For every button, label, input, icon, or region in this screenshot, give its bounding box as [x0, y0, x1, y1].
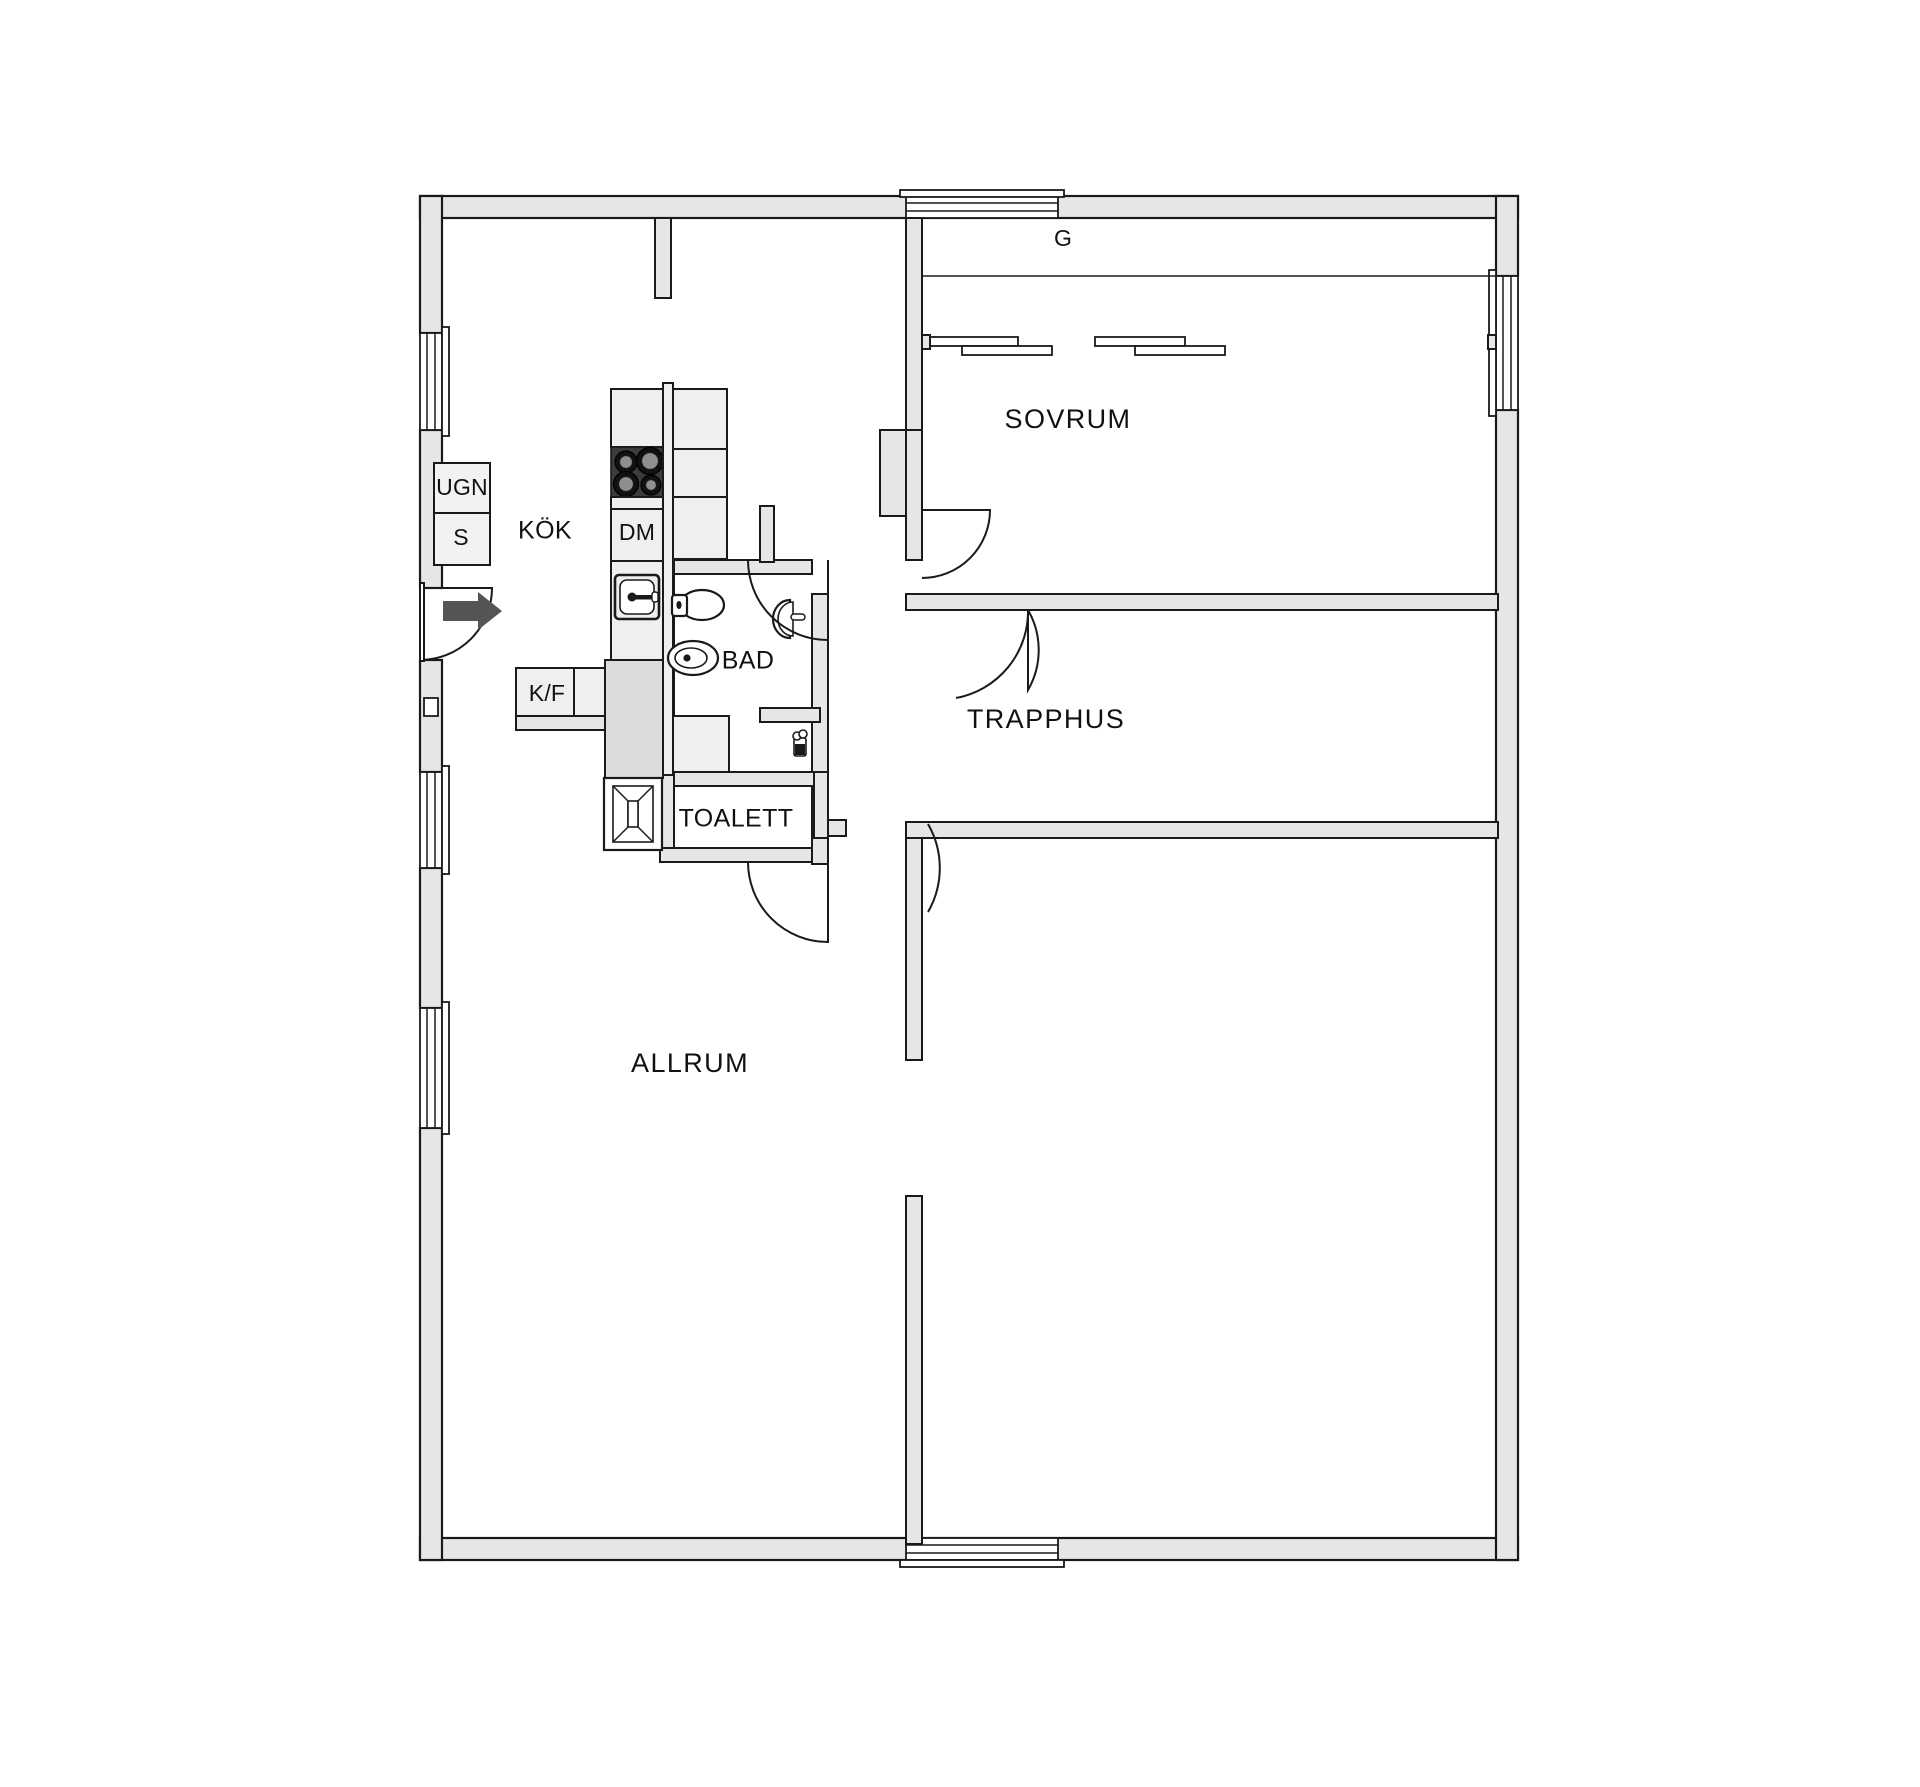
room-label-toalett: TOALETT [679, 805, 794, 833]
wardrobe-door-left [927, 336, 1053, 356]
fireplace-icon [602, 776, 664, 852]
window-west-mid-small [423, 697, 439, 717]
label-dm: DM [619, 519, 655, 545]
wall-sovrum-jamb [879, 429, 907, 517]
fridge-unit [515, 667, 575, 717]
cabinet-right-2 [670, 448, 728, 498]
wall-trapphus-lower [905, 821, 1499, 839]
windows [419, 189, 1519, 1568]
wall-west-e [418, 1126, 444, 1562]
oven-unit [433, 462, 491, 514]
wall-jog-a [827, 819, 847, 837]
kitchen-sink-icon [613, 573, 661, 621]
cabinet-lower-right [672, 715, 730, 773]
interior-door-swings [747, 429, 1040, 944]
room-label-trapphus: TRAPPHUS [967, 704, 1125, 734]
wall-east-b [1494, 408, 1520, 1562]
washing-machine-icon [792, 729, 808, 757]
label-g: G [1054, 225, 1072, 251]
room-labels: KÖK ALLRUM BAD TOALETT SOVRUM TRAPPHUS [518, 404, 1132, 1078]
exterior-walls [418, 194, 1520, 1562]
room-label-bad: BAD [722, 647, 775, 675]
wardrobe-jamb-right [1487, 334, 1497, 350]
bad-fixtures [666, 505, 829, 757]
wardrobe-jamb-left [921, 334, 931, 350]
door-trapphus-lower [927, 823, 941, 913]
cabinet-right-3 [670, 496, 728, 560]
window-north-top [899, 189, 1065, 219]
wall-west-a [418, 194, 444, 335]
room-label-sovrum: SOVRUM [1005, 404, 1132, 434]
door-trapphus-upper [955, 609, 1030, 699]
entry-direction-arrow [443, 592, 502, 630]
cabinet-strip [610, 496, 664, 510]
toilet-icon [670, 588, 726, 622]
window-west-kitchen [419, 326, 450, 437]
wall-toalett-south [659, 847, 829, 863]
dishwasher-slot-unit [433, 512, 491, 566]
room-label-kok: KÖK [518, 517, 572, 545]
label-ugn: UGN [436, 474, 488, 500]
window-south-bottom [899, 1537, 1065, 1568]
room-label-allrum: ALLRUM [631, 1048, 749, 1078]
cabinet-sink-base [610, 560, 664, 672]
wall-sovrum-west-lower [905, 429, 923, 561]
cooktop-four-burner-icon [610, 446, 665, 498]
dishwasher-unit [610, 508, 664, 562]
wall-bad-north [659, 559, 813, 575]
kitchen-cabinet-run: DM K/F [515, 382, 730, 779]
cabinet-upper-left [610, 388, 664, 448]
cabinet-right-1 [670, 388, 728, 450]
cabinet-divider [662, 382, 674, 776]
wall-sovrum-west-upper [905, 217, 923, 431]
kitchen-west-appliances: UGN S [433, 462, 491, 566]
wall-lower-vertical [905, 837, 923, 1061]
wall-bad-stub [759, 707, 821, 723]
wall-kitchen-hall-stub [654, 217, 672, 299]
door-toalett [747, 861, 829, 944]
wall-jog-b [811, 837, 829, 865]
wall-sovrum-trapphus [905, 593, 1499, 611]
washbasin-icon [771, 598, 806, 640]
door-sovrum [921, 509, 992, 579]
wardrobe-door-right [1094, 336, 1226, 356]
bathtub-icon [666, 639, 720, 677]
wardrobe-sovrum: G [921, 225, 1497, 356]
wall-west-d [418, 866, 444, 1010]
label-s: S [453, 524, 469, 550]
door-bad [747, 559, 829, 642]
island-floor-shade [604, 659, 664, 779]
wall-lower-vertical-2 [905, 1195, 923, 1545]
wall-hall-stub [759, 505, 775, 563]
entry-door-swing [419, 582, 502, 662]
wall-east-a [1494, 194, 1520, 278]
label-kf: K/F [529, 680, 565, 706]
window-west-mid [419, 765, 450, 875]
window-west-lower [419, 1001, 450, 1135]
wall-toalett-north [659, 771, 829, 787]
